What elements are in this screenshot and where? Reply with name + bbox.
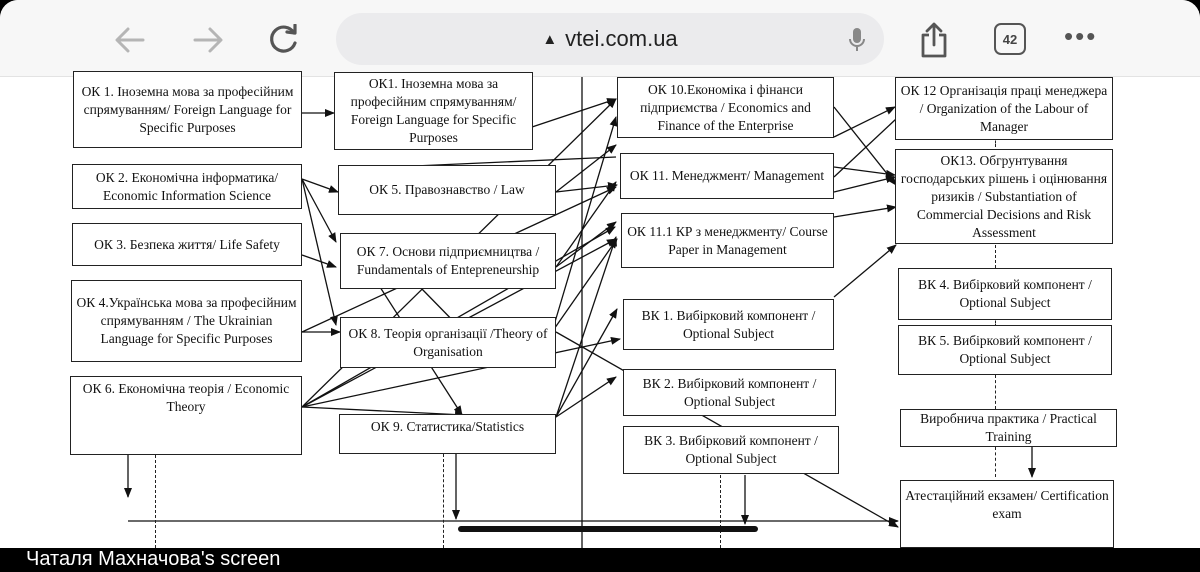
address-bar[interactable]: ▲ vtei.com.ua xyxy=(336,13,884,65)
course-box-practice: Виробнича практика / Practical Training xyxy=(900,409,1117,447)
back-arrow-icon xyxy=(115,27,145,53)
course-box-ok11: ОК 11. Менеджмент/ Management xyxy=(620,153,834,199)
course-box-ok4: ОК 4.Українська мова за професійним спря… xyxy=(71,280,302,362)
course-box-ok1: ОК 1. Іноземна мова за професійним спрям… xyxy=(73,71,302,148)
course-box-ok9: ОК 9. Статистика/Statistics xyxy=(339,414,556,454)
course-box-ok3: ОК 3. Безпека життя/ Life Safety xyxy=(72,223,302,266)
curriculum-diagram: ОК 1. Іноземна мова за професійним спрям… xyxy=(0,71,1200,548)
dashed-guide xyxy=(995,447,996,477)
tab-count-button[interactable]: 42 xyxy=(994,23,1026,55)
forward-button[interactable] xyxy=(188,22,228,58)
browser-window: ▲ vtei.com.ua 42 ••• xyxy=(0,0,1200,548)
course-box-exam: Атестаційний екзамен/ Certification exam xyxy=(900,480,1114,548)
course-box-vk2: ВК 2. Вибірковий компонент / Optional Su… xyxy=(623,369,836,416)
browser-toolbar: ▲ vtei.com.ua 42 ••• xyxy=(0,0,1200,77)
horizontal-scrollbar[interactable] xyxy=(458,526,758,532)
course-box-vk4: ВК 4. Вибірковий компонент / Optional Su… xyxy=(898,268,1112,320)
url-text: vtei.com.ua xyxy=(565,26,678,51)
course-box-vk5: ВК 5. Вибірковий компонент / Optional Su… xyxy=(898,325,1112,375)
screen-share-caption: Чаталя Махначова's screen xyxy=(26,548,281,570)
forward-arrow-icon xyxy=(193,27,223,53)
back-button[interactable] xyxy=(110,22,150,58)
dashed-guide xyxy=(155,455,156,548)
course-box-ok11-1: ОК 11.1 КР з менеджменту/ Course Paper i… xyxy=(621,213,834,268)
reload-button[interactable] xyxy=(264,22,304,58)
reload-icon xyxy=(270,24,297,53)
course-box-ok2: ОК 2. Економічна інформатика/ Economic I… xyxy=(72,164,302,209)
course-box-ok1b: ОК1. Іноземна мова за професійним спряму… xyxy=(334,72,533,150)
course-box-ok8: ОК 8. Теорія організації /Theory of Orga… xyxy=(340,317,556,368)
course-box-vk1: ВК 1. Вибірковий компонент / Optional Su… xyxy=(623,299,834,350)
course-box-ok6: ОК 6. Економічна теорія / Economic Theor… xyxy=(70,376,302,455)
course-box-ok13: ОК13. Обгрунтування господарських рішень… xyxy=(895,149,1113,244)
course-box-ok10: ОК 10.Економіка і фінанси підприємства /… xyxy=(617,77,834,138)
microphone-icon[interactable] xyxy=(848,27,866,53)
course-box-vk3: ВК 3. Вибірковий компонент / Optional Su… xyxy=(623,426,839,474)
dashed-guide xyxy=(995,375,996,409)
course-box-ok7: ОК 7. Основи підприємництва / Fundamenta… xyxy=(340,233,556,289)
dashed-guide xyxy=(995,240,996,268)
course-box-ok5: ОК 5. Правознавство / Law xyxy=(338,165,556,215)
course-box-ok12: ОК 12 Організація праці менеджера / Orga… xyxy=(895,77,1113,140)
lock-icon: ▲ xyxy=(542,30,558,48)
share-icon xyxy=(921,22,947,58)
dashed-guide xyxy=(720,475,721,548)
share-button[interactable] xyxy=(914,22,954,58)
more-menu-button[interactable]: ••• xyxy=(1064,21,1098,51)
dashed-guide xyxy=(995,137,996,147)
dashed-guide xyxy=(995,317,996,327)
dashed-guide xyxy=(443,454,444,548)
